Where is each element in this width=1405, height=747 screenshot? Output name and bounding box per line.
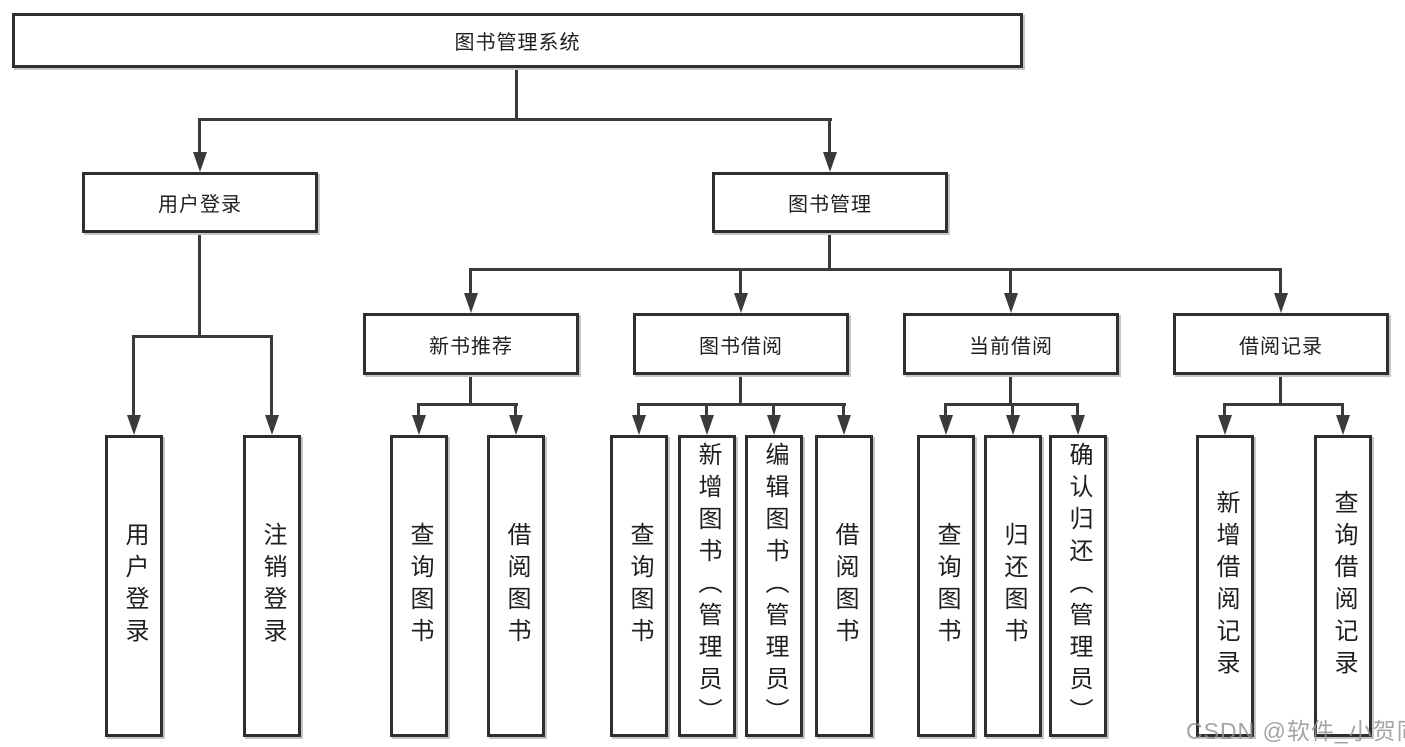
arrow-borrow-books-1 [509, 415, 523, 435]
connector-drop-new-book [469, 268, 472, 296]
connector-drop-add-books [705, 403, 708, 419]
arrow-confirm-return [1071, 415, 1085, 435]
leaf-label: 编辑图书（管理员） [761, 442, 788, 730]
connector-book-management-stem [828, 233, 831, 270]
connector-drop-borrow-books-2 [842, 403, 845, 419]
connector-drop-query-books-3 [944, 403, 947, 419]
connector-book-borrow-bar [637, 403, 846, 406]
node-current-borrow: 当前借阅 [903, 313, 1119, 375]
node-label: 借阅记录 [1239, 335, 1323, 358]
arrow-borrow-records [1274, 293, 1288, 313]
leaf-label: 借阅图书 [503, 522, 530, 650]
connector-drop-borrow-records [1279, 268, 1282, 296]
leaf-return-books: 归还图书 [984, 435, 1042, 737]
connector-current-borrow-stem [1009, 375, 1012, 405]
leaf-label: 查询图书 [406, 522, 433, 650]
connector-drop-add-record [1223, 403, 1226, 419]
leaf-label: 借阅图书 [831, 522, 858, 650]
arrow-edit-books [767, 415, 781, 435]
arrow-add-books [700, 415, 714, 435]
connector-book-borrow-stem [739, 375, 742, 405]
leaf-label: 查询图书 [626, 522, 653, 650]
node-library-management-system: 图书管理系统 [12, 13, 1023, 68]
connector-drop-edit-books [772, 403, 775, 419]
arrow-query-record [1336, 415, 1350, 435]
arrow-book-management [823, 152, 837, 172]
arrow-user-login [193, 152, 207, 172]
connector-book-management-bar [469, 268, 1282, 271]
connector-drop-user-login [198, 118, 201, 156]
leaf-confirm-return-admin: 确认归还（管理员） [1049, 435, 1107, 737]
connector-drop-return-books [1011, 403, 1014, 419]
node-label: 图书借阅 [699, 335, 783, 358]
connector-new-book-bar [417, 403, 518, 406]
node-label: 用户登录 [158, 194, 242, 216]
arrow-leaf-user-login [127, 415, 141, 435]
connector-root-stem [515, 68, 518, 120]
leaf-label: 新增图书（管理员） [694, 442, 721, 730]
connector-drop-query-books-2 [637, 403, 640, 419]
leaf-logout: 注销登录 [243, 435, 301, 737]
connector-drop-query-books-1 [417, 403, 420, 419]
connector-drop-current-borrow [1009, 268, 1012, 296]
csdn-watermark: CSDN @软件_小贺同学 [1186, 718, 1405, 744]
connector-user-login-stem [198, 233, 201, 337]
leaf-edit-books-admin: 编辑图书（管理员） [745, 435, 803, 737]
connector-drop-confirm-return [1076, 403, 1079, 419]
connector-borrow-records-stem [1279, 375, 1282, 405]
connector-new-book-stem [469, 375, 472, 405]
connector-drop-leaf-logout [270, 335, 273, 419]
arrow-add-record [1218, 415, 1232, 435]
leaf-query-books-1: 查询图书 [390, 435, 448, 737]
leaf-label: 确认归还（管理员） [1065, 442, 1092, 730]
leaf-label: 归还图书 [1000, 522, 1027, 650]
node-label: 当前借阅 [969, 335, 1053, 358]
arrow-leaf-logout [265, 415, 279, 435]
leaf-label: 新增借阅记录 [1212, 490, 1239, 682]
arrow-query-books-2 [632, 415, 646, 435]
arrow-new-book [464, 293, 478, 313]
arrow-query-books-3 [939, 415, 953, 435]
node-label: 图书管理 [788, 194, 872, 216]
node-borrow-records: 借阅记录 [1173, 313, 1389, 375]
leaf-add-books-admin: 新增图书（管理员） [678, 435, 736, 737]
connector-drop-borrow-books-1 [514, 403, 517, 419]
arrow-borrow-books-2 [837, 415, 851, 435]
leaf-query-books-2: 查询图书 [610, 435, 668, 737]
connector-drop-query-record [1341, 403, 1344, 419]
node-label: 新书推荐 [429, 335, 513, 358]
leaf-user-login: 用户登录 [105, 435, 163, 737]
node-user-login: 用户登录 [82, 172, 318, 233]
node-book-management: 图书管理 [712, 172, 948, 233]
leaf-label: 查询图书 [933, 522, 960, 650]
arrow-book-borrow [734, 293, 748, 313]
arrow-query-books-1 [412, 415, 426, 435]
arrow-current-borrow [1004, 293, 1018, 313]
connector-borrow-records-bar [1223, 403, 1344, 406]
connector-root-bar [198, 118, 832, 121]
connector-drop-leaf-user-login [132, 335, 135, 419]
node-new-book-recommend: 新书推荐 [363, 313, 579, 375]
leaf-label: 注销登录 [259, 522, 286, 650]
leaf-borrow-books-2: 借阅图书 [815, 435, 873, 737]
arrow-return-books [1006, 415, 1020, 435]
leaf-borrow-books-1: 借阅图书 [487, 435, 545, 737]
leaf-label: 查询借阅记录 [1330, 490, 1357, 682]
node-book-borrow: 图书借阅 [633, 313, 849, 375]
connector-drop-book-management [828, 118, 831, 156]
leaf-query-books-3: 查询图书 [917, 435, 975, 737]
leaf-label: 用户登录 [121, 522, 148, 650]
leaf-add-borrow-record: 新增借阅记录 [1196, 435, 1254, 737]
connector-drop-book-borrow [739, 268, 742, 296]
connector-user-login-bar [132, 335, 273, 338]
leaf-query-borrow-record: 查询借阅记录 [1314, 435, 1372, 737]
node-label: 图书管理系统 [454, 32, 581, 54]
